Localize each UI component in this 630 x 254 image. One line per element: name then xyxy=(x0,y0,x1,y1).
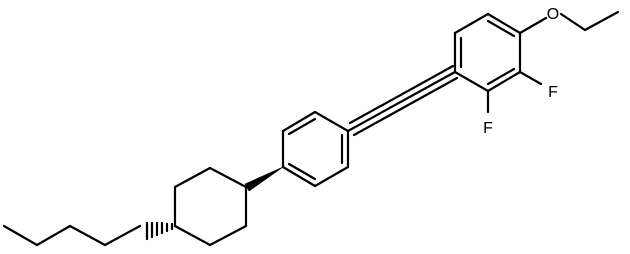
fluorine-substituents: F F xyxy=(483,70,558,137)
hash-bond xyxy=(145,221,174,241)
oxygen-label: O xyxy=(547,6,559,23)
cyclohexane-ring xyxy=(173,166,248,247)
pentyl-chain xyxy=(2,224,142,247)
ethoxy-group: O xyxy=(518,6,620,35)
alkyne-triple-bond xyxy=(346,64,459,137)
central-benzene-ring xyxy=(281,110,350,188)
fluorine-bottom-label: F xyxy=(483,120,493,137)
difluoro-benzene-ring xyxy=(453,12,522,93)
wedge-bond xyxy=(244,166,284,192)
fluorine-top-label: F xyxy=(548,84,558,101)
